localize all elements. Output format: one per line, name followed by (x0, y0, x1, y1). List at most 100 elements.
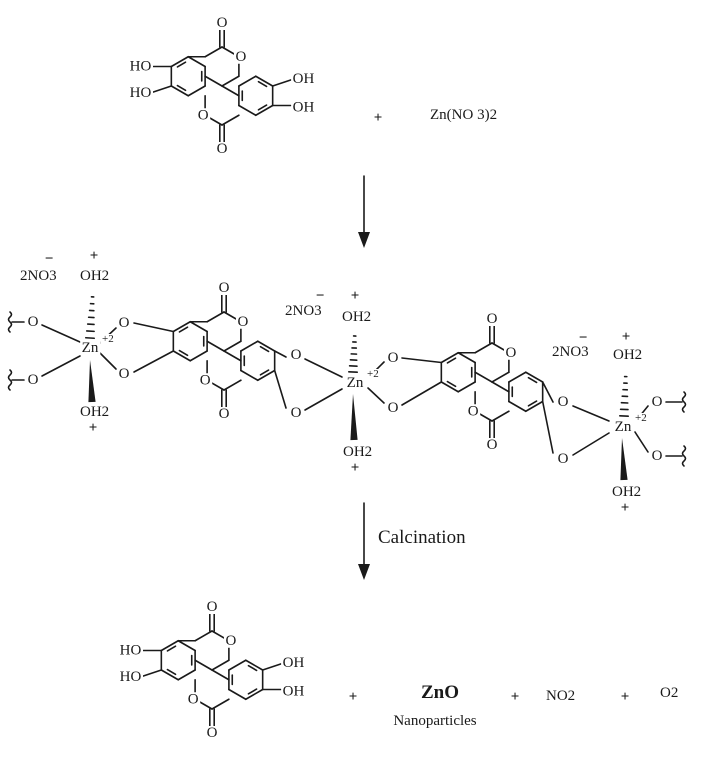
top-hydroxyl-2: HO (130, 85, 152, 101)
oxygen-mid-2-backdrop (289, 406, 304, 420)
zinc-mid-atom: Zn (347, 375, 364, 391)
oxygen-left-1-part: O (28, 314, 39, 330)
product-hydroxyl-1-backdrop (118, 643, 143, 658)
oxygen-right-1-part: O (558, 394, 569, 410)
oxygen-mid-4-backdrop (386, 401, 401, 415)
oxygen-right-3-part: O (652, 394, 663, 410)
ligand-1-bond (172, 350, 192, 362)
top-ellagic-acid-bond (221, 114, 240, 126)
top-ellagic-acid-bond (204, 46, 223, 58)
zinc-nitrate-reagent: Zn(NO 3)2 (430, 107, 497, 123)
product-ellagic-acid-ring-oxygen-upper-part: O (225, 633, 236, 649)
oxygen-left-1-backdrop (26, 315, 41, 329)
ligand-2-bond (457, 351, 476, 364)
ligand-1-o-bond (133, 350, 175, 373)
chain-continuation-left-lower (7, 369, 13, 391)
ligand-1-bond (223, 350, 242, 362)
ligand-2-bond (491, 371, 510, 383)
top-oh-bond (271, 79, 292, 87)
top-ellagic-acid-ring-oxygen-lower-part: O (198, 107, 209, 123)
oxygen-left-2: O (28, 372, 39, 388)
oxygen-right-4-backdrop (650, 449, 665, 463)
oxygen-right-1: O (558, 394, 569, 410)
product-ellagic-acid-double-bond (166, 645, 177, 652)
top-ellagic-acid-bond (187, 85, 206, 97)
ligand-2-ring-oxygen-lower-backdrop (466, 404, 481, 419)
zinc-mid-o-bond (367, 387, 385, 404)
water-left-bottom-part: OH2 (80, 404, 109, 420)
ligand-1-bond (189, 350, 208, 362)
top-ellagic-acid-bond (254, 104, 274, 117)
oxygen-mid-1: O (291, 347, 302, 363)
water-mid-bottom: OH2 (343, 444, 372, 460)
product-hydroxyl-1-part: HO (120, 643, 142, 659)
chain-continuation-right-lower (681, 445, 687, 467)
product-hydroxyl-3: OH (283, 655, 305, 671)
top-hydroxyl-4: OH (293, 100, 315, 116)
ligand-2-carbonyl-oxygen-bottom-part: O (487, 437, 498, 453)
product-oh-bond (261, 663, 282, 671)
ligand-2-bond (457, 381, 476, 393)
product-hydroxyl-2: HO (120, 669, 142, 685)
top-hydroxyl-3-backdrop (291, 72, 316, 86)
zinc-left-o-bond (41, 355, 81, 377)
ligand-2-carbonyl-oxygen-bottom: O (487, 437, 498, 453)
counter-ion-right-part: 2NO3 (552, 344, 589, 360)
ligand-2-bond (474, 342, 493, 354)
ligand-1-o-bond (133, 322, 175, 333)
reaction-arrow-2-head (358, 564, 370, 580)
ligand-1-bond (240, 369, 259, 382)
top-ellagic-acid-carbonyl-oxygen-top-part: O (217, 15, 228, 31)
top-ellagic-acid-ring-oxygen-lower-backdrop (196, 108, 211, 123)
zinc-left-atom: Zn (82, 340, 99, 356)
oxygen-right-2-part: O (558, 451, 569, 467)
top-ellagic-acid-bond (238, 75, 257, 87)
oxygen-product-part: O2 (660, 685, 678, 701)
water-mid-top-part: OH2 (342, 309, 371, 325)
oxygen-mid-4-part: O (388, 400, 399, 416)
product-hydroxyl-4: OH (283, 684, 305, 700)
ligand-1-o-bond (273, 369, 287, 409)
top-hydroxyl-4-part: OH (293, 100, 315, 116)
zinc-left-charge: +2 (102, 333, 114, 345)
product-ellagic-acid-double-bond (166, 668, 177, 676)
ligand-2-carbonyl-oxygen-top-part: O (487, 311, 498, 327)
zinc-mid-o-bond (304, 388, 343, 411)
product-ellagic-acid-bond (244, 688, 264, 701)
top-hydroxyl-4-backdrop (291, 100, 316, 115)
ligand-2-bond (491, 410, 510, 422)
top-ellagic-acid-ring-oxygen-upper-backdrop (233, 49, 248, 64)
top-ellagic-acid-ring-oxygen-lower: O (198, 107, 209, 123)
zinc-right-charge-backdrop (633, 413, 649, 423)
product-ellagic-acid-carbonyl-oxygen-bottom-backdrop (205, 726, 220, 740)
top-hydroxyl-1-part: HO (130, 59, 152, 75)
ligand-1-double-bond (259, 345, 270, 353)
product-ellagic-acid-bond (160, 669, 180, 681)
ligand-1-ring-oxygen-upper-backdrop (235, 314, 250, 329)
oxygen-left-2-backdrop (26, 373, 41, 387)
ligand-2-carbonyl-oxygen-top-backdrop (485, 312, 500, 326)
oxygen-product: O2 (660, 685, 678, 701)
oxygen-right-4-part: O (652, 448, 663, 464)
product-hydroxyl-4-part: OH (283, 684, 305, 700)
product-ellagic-acid-double-bond (247, 664, 258, 672)
top-ellagic-acid-double-bond (176, 61, 187, 68)
ligand-1-bond (206, 311, 225, 323)
product-ellagic-acid-ring-oxygen-upper: O (225, 633, 236, 649)
ligand-1-carbonyl-oxygen-bottom-part: O (219, 406, 230, 422)
zinc-mid-o-bond (304, 358, 343, 378)
ligand-2-ring-oxygen-upper-part: O (505, 345, 516, 361)
product-ellagic-acid-bond (160, 639, 180, 652)
zinc-mid-atom-part: Zn (347, 375, 364, 391)
ligand-1-double-bond (259, 369, 270, 376)
reaction-arrow-1-head (358, 232, 370, 248)
oxygen-mid-2: O (291, 405, 302, 421)
calcination-label-part: Calcination (378, 527, 466, 548)
water-mid-bottom-bond (350, 394, 358, 441)
water-left-bottom-charge: + (89, 420, 98, 436)
oxygen-left-1: O (28, 314, 39, 330)
ligand-1-bond (223, 379, 242, 391)
ligand-2-bond (508, 400, 527, 413)
oxygen-left-4-part: O (119, 366, 130, 382)
ligand-2-ring-oxygen-upper-backdrop (503, 345, 518, 360)
